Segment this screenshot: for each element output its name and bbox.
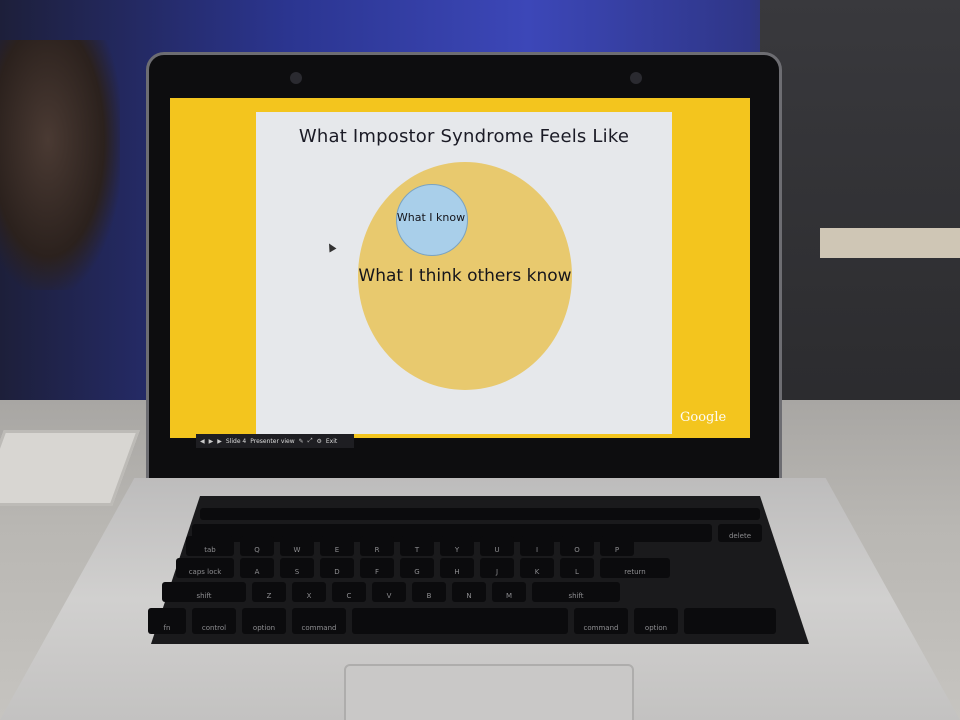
slideshow-toolbar: ◀ ▶ ▶ Slide 4 Presenter view ✎ ⤢ ⚙ Exit <box>196 434 354 448</box>
slide-number[interactable]: Slide 4 <box>225 437 247 445</box>
key-j[interactable]: J <box>480 558 514 578</box>
key-p[interactable]: P <box>600 536 634 556</box>
next-slide-icon[interactable]: ▶ <box>217 437 222 445</box>
shift-left-key[interactable]: shift <box>162 582 246 602</box>
key-y[interactable]: Y <box>440 536 474 556</box>
camera-sensor-icon <box>630 72 642 84</box>
room-right <box>760 0 960 420</box>
key-q[interactable]: Q <box>240 536 274 556</box>
option-left-key[interactable]: option <box>242 608 286 634</box>
key-i[interactable]: I <box>520 536 554 556</box>
key-u[interactable]: U <box>480 536 514 556</box>
spacebar[interactable] <box>352 608 568 634</box>
presenter-view-button[interactable]: Presenter view <box>250 437 295 445</box>
inner-circle-label: What I know <box>396 211 466 224</box>
option-right-key[interactable]: option <box>634 608 678 634</box>
key-a[interactable]: A <box>240 558 274 578</box>
key-c[interactable]: C <box>332 582 366 602</box>
camera-sensor-icon <box>290 72 302 84</box>
inner-circle <box>396 184 468 256</box>
google-logo: Google <box>680 410 727 425</box>
delete-key[interactable]: delete <box>718 524 762 542</box>
key-w[interactable]: W <box>280 536 314 556</box>
key-t[interactable]: T <box>400 536 434 556</box>
caps-lock-key[interactable]: caps lock <box>176 558 234 578</box>
fullscreen-icon[interactable]: ⤢ <box>307 437 313 444</box>
person-silhouette <box>0 40 120 290</box>
control-key[interactable]: control <box>192 608 236 634</box>
slide-title: What Impostor Syndrome Feels Like <box>298 126 630 147</box>
gear-icon[interactable]: ⚙ <box>316 437 322 445</box>
key-h[interactable]: H <box>440 558 474 578</box>
key-s[interactable]: S <box>280 558 314 578</box>
key-m[interactable]: M <box>492 582 526 602</box>
key-d[interactable]: D <box>320 558 354 578</box>
key-v[interactable]: V <box>372 582 406 602</box>
outer-circle-label: What I think others know <box>358 266 572 286</box>
return-key[interactable]: return <box>600 558 670 578</box>
modifier-row: fn control option command command option <box>148 608 776 634</box>
command-left-key[interactable]: command <box>292 608 346 634</box>
key-b[interactable]: B <box>412 582 446 602</box>
key-f[interactable]: F <box>360 558 394 578</box>
trackpad[interactable] <box>344 664 634 720</box>
background-table <box>820 228 960 258</box>
function-keys[interactable] <box>200 508 760 520</box>
function-row <box>200 508 760 520</box>
key-k[interactable]: K <box>520 558 554 578</box>
shift-right-key[interactable]: shift <box>532 582 620 602</box>
key-n[interactable]: N <box>452 582 486 602</box>
play-icon[interactable]: ▶ <box>208 437 214 445</box>
tab-key[interactable]: tab <box>186 536 234 556</box>
prev-slide-icon[interactable]: ◀ <box>200 437 205 445</box>
key-l[interactable]: L <box>560 558 594 578</box>
key-r[interactable]: R <box>360 536 394 556</box>
key-x[interactable]: X <box>292 582 326 602</box>
key-z[interactable]: Z <box>252 582 286 602</box>
fn-key[interactable]: fn <box>148 608 186 634</box>
arrow-keys[interactable] <box>684 608 776 634</box>
exit-button[interactable]: Exit <box>325 437 338 445</box>
key-g[interactable]: G <box>400 558 434 578</box>
key-e[interactable]: E <box>320 536 354 556</box>
key-o[interactable]: O <box>560 536 594 556</box>
outer-circle <box>358 162 572 390</box>
command-right-key[interactable]: command <box>574 608 628 634</box>
pen-icon[interactable]: ✎ <box>298 437 304 445</box>
